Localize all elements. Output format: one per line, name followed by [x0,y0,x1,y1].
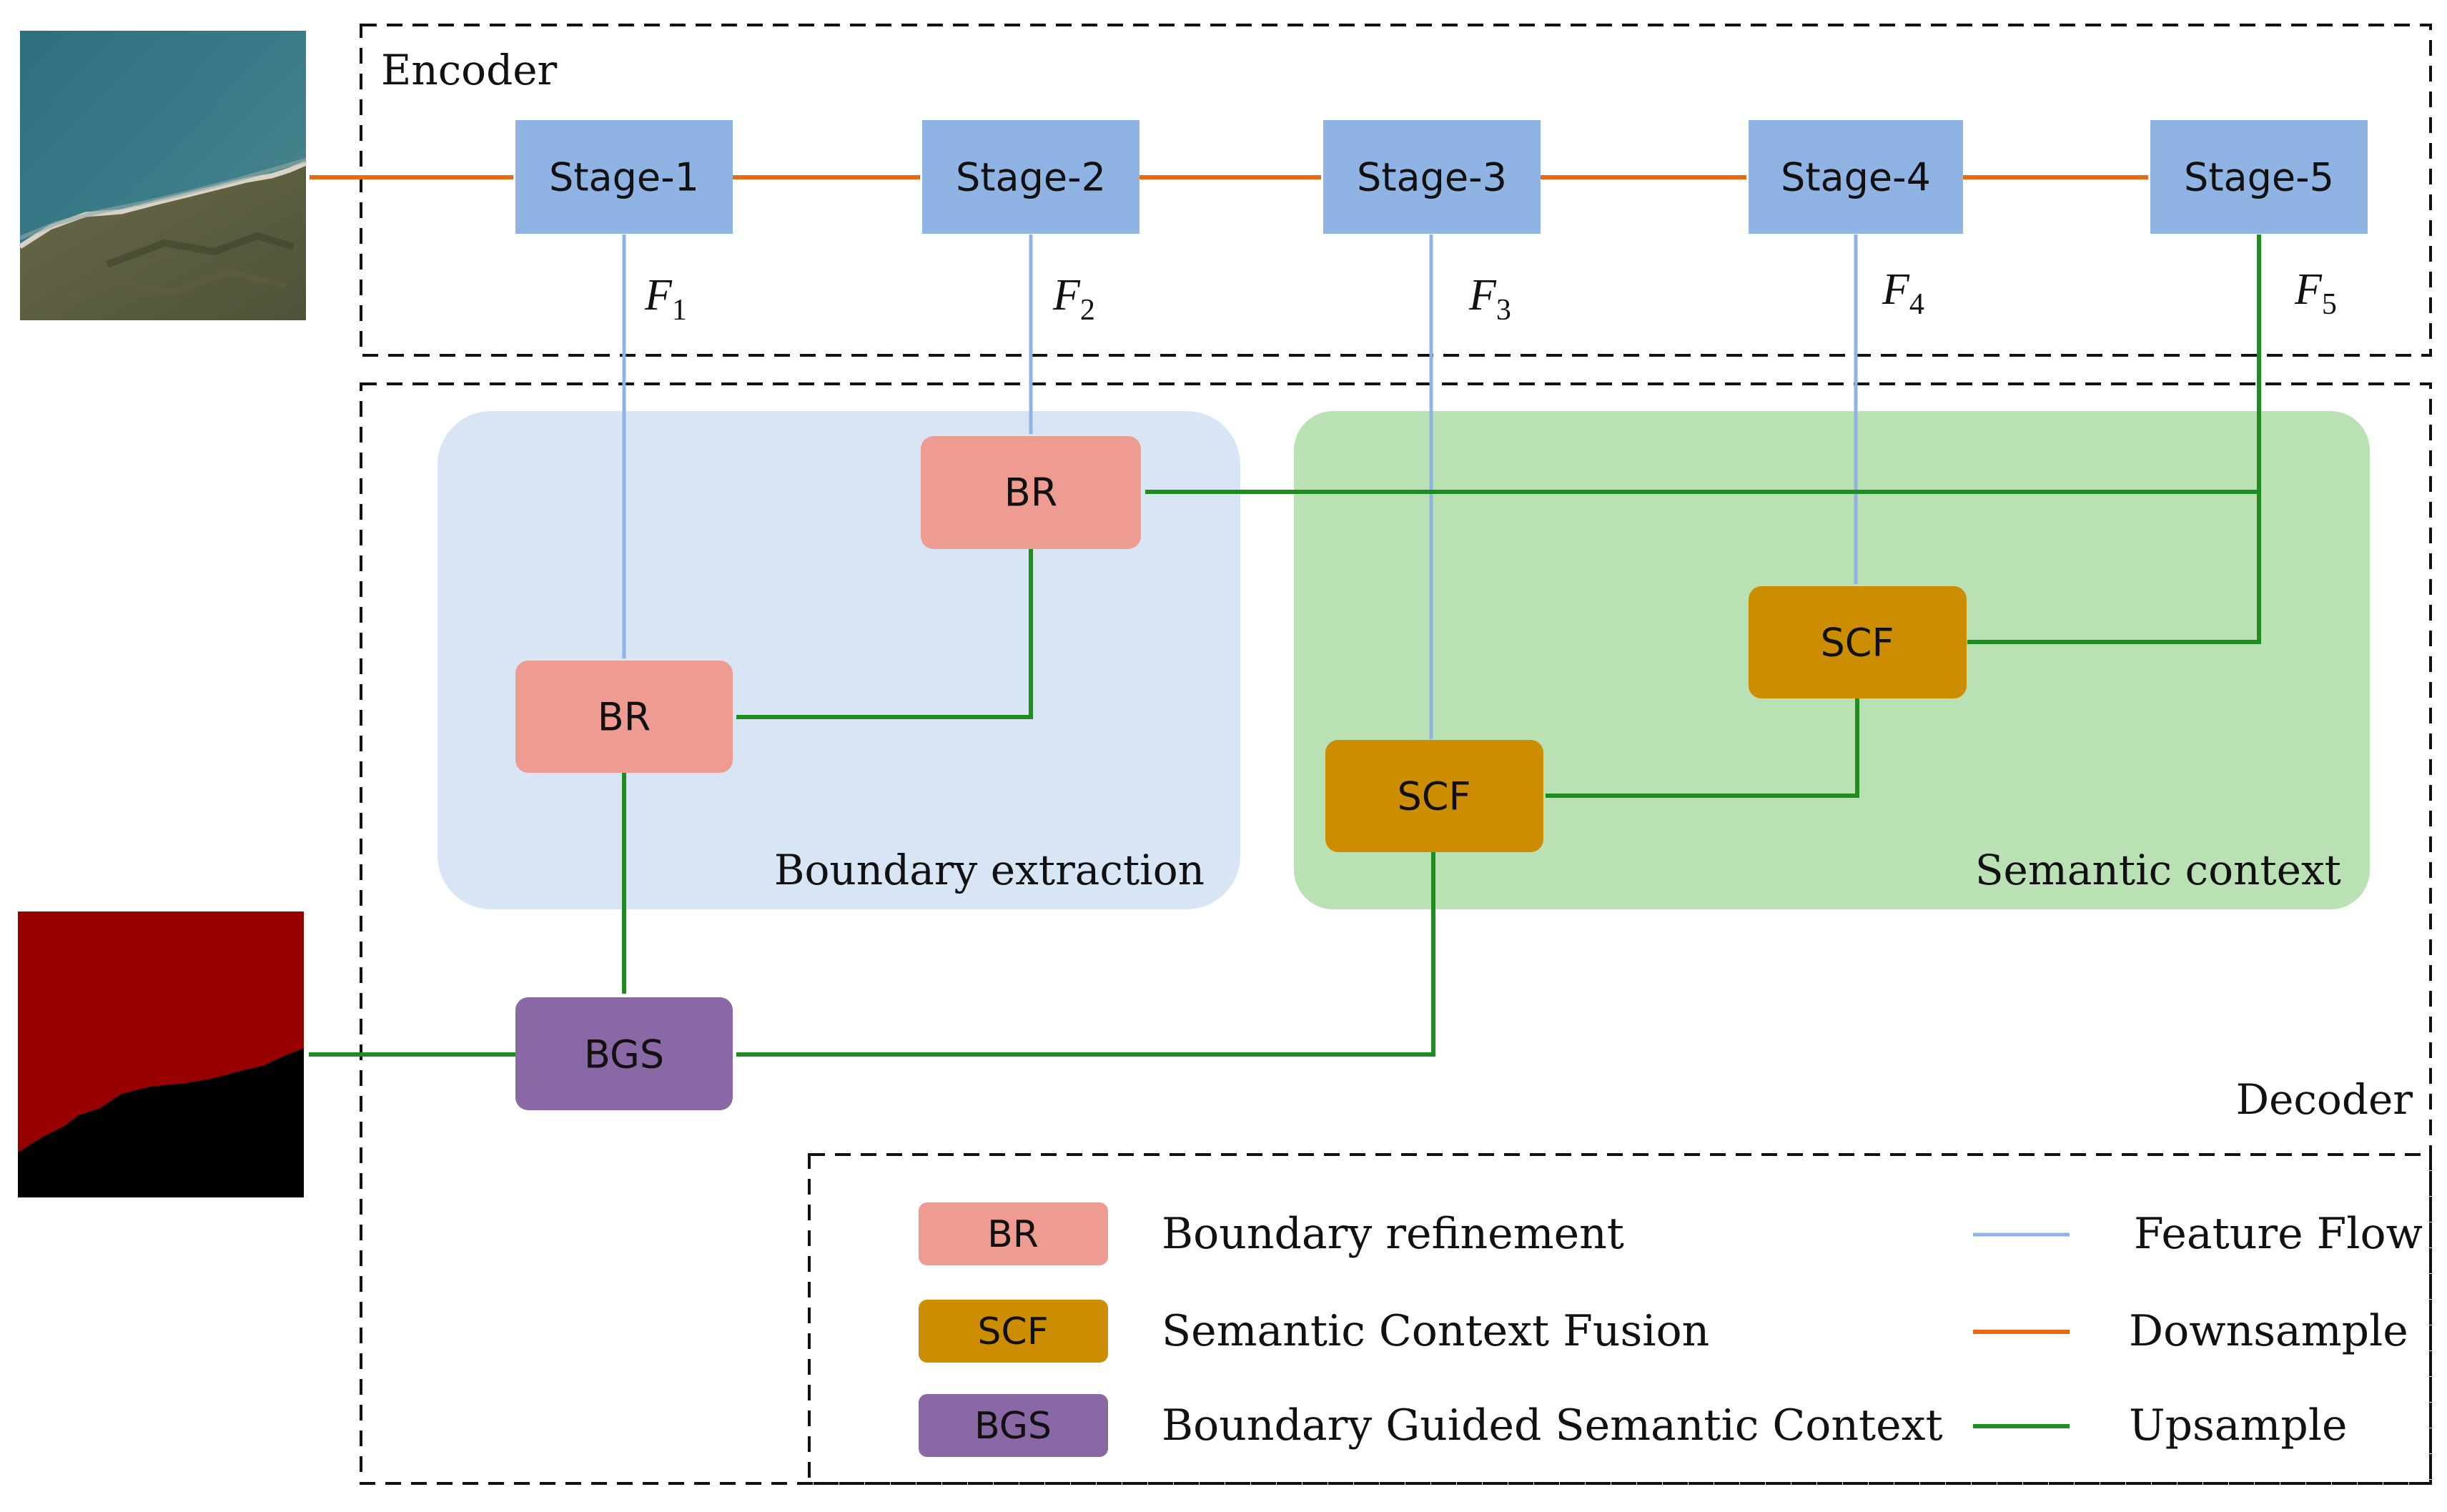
legend-upsample-label: Upsample [2129,1400,2348,1451]
bgs-label: BGS [584,1032,664,1077]
legend-feature-flow-label: Feature Flow [2134,1209,2423,1259]
stage-3-block: Stage-3 [1323,120,1541,234]
input-satellite-image [19,31,307,320]
legend-br-abbr: BR [987,1213,1039,1256]
br-top-label: BR [1004,470,1058,515]
legend-frame [808,1153,2432,1485]
upsample-scf-top-to-scf-bottom [1545,698,1859,798]
boundary-extraction-label: Boundary extraction [774,846,1205,894]
stage-2-label: Stage-2 [956,155,1106,200]
feature-f4-label: F4 [1882,265,1924,321]
stage-1-label: Stage-1 [549,155,699,200]
encoder-label: Encoder [381,46,558,94]
stage-1-block: Stage-1 [515,120,733,234]
br-bottom-label: BR [598,695,651,740]
feature-f3-label: F3 [1468,271,1511,327]
stage-5-block: Stage-5 [2150,120,2368,234]
semantic-context-label: Semantic context [1975,846,2341,894]
decoder-frame [360,382,2432,1485]
legend: BR Boundary refinement SCF Semantic Cont… [919,1202,2423,1457]
stage-4-label: Stage-4 [1781,155,1931,200]
legend-item-bgs: BGS Boundary Guided Semantic Context [919,1394,1943,1457]
upsample-br-top-to-br-bottom [736,549,1033,719]
stage-3-label: Stage-3 [1357,155,1507,200]
legend-bgs-desc: Boundary Guided Semantic Context [1162,1400,1943,1451]
br-bottom-module: BR [515,661,733,773]
stage-2-block: Stage-2 [922,120,1140,234]
legend-bgs-abbr: BGS [974,1405,1052,1448]
stage-4-block: Stage-4 [1749,120,1963,234]
feature-f5-label: F5 [2294,265,2337,321]
feature-f2-label: F2 [1052,271,1095,327]
scf-bottom-label: SCF [1397,774,1470,819]
scf-bottom-module: SCF [1325,740,1543,852]
legend-br-desc: Boundary refinement [1162,1209,1624,1259]
bgs-module: BGS [515,997,733,1110]
legend-scf-desc: Semantic Context Fusion [1162,1306,1709,1356]
br-top-module: BR [921,436,1141,549]
feature-f1-label: F1 [644,271,687,327]
scf-top-label: SCF [1820,621,1894,666]
legend-item-scf: SCF Semantic Context Fusion [919,1300,1709,1363]
legend-item-br: BR Boundary refinement [919,1202,1624,1265]
legend-downsample-label: Downsample [2129,1306,2408,1356]
encoder-frame [360,24,2432,357]
scf-top-module: SCF [1749,586,1967,698]
output-segmentation-mask [18,911,304,1197]
decoder-label: Decoder [2236,1075,2413,1124]
upsample-scf-bottom-to-bgs [736,852,1435,1057]
upsample-f5-to-scf-top [1967,492,2261,644]
legend-scf-abbr: SCF [977,1310,1048,1353]
stage-5-label: Stage-5 [2184,155,2334,200]
